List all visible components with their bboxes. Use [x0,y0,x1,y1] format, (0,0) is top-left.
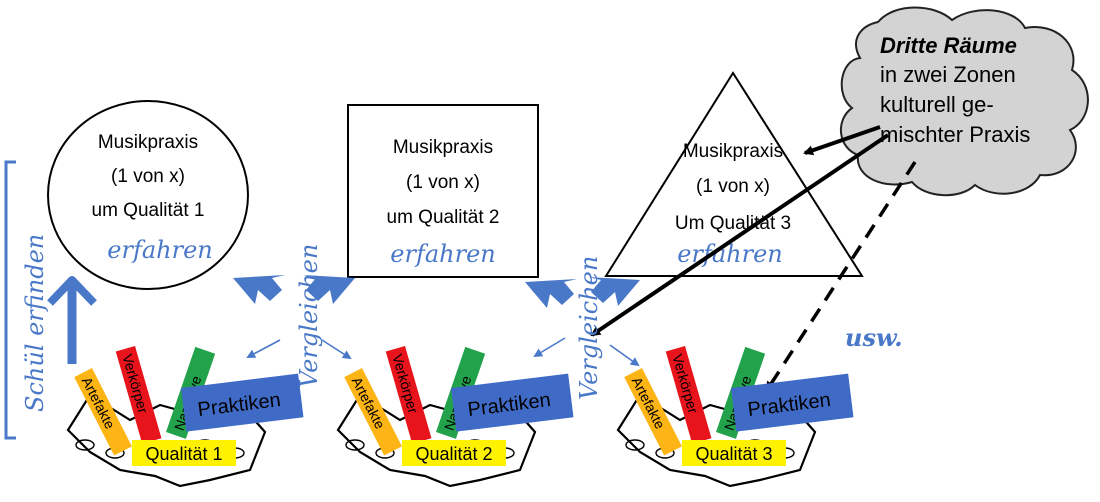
quality-label-box [132,440,236,466]
baskets: ArtefakteVerkörperNarrativePraktikenQual… [66,346,854,488]
compare-chevrons [233,275,640,308]
thin-arrow [533,337,566,358]
cloud-line-3: mischter Praxis [880,122,1030,147]
third-spaces-cloud: Dritte Räume in zwei Zonen kulturell ge-… [839,6,1089,197]
tag-praktiken: Praktiken [731,373,854,432]
compare-label-2: Vergleichen [575,256,603,400]
basket-weave [75,439,95,451]
chevron-up-right-icon [303,275,355,304]
practice-1-line-2: (1 von x) [111,166,185,187]
side-label: Schül erfinden [21,234,49,412]
cloud-shape [839,6,1089,197]
quality-label: Qualität 2 [415,444,492,464]
basket-weave [625,439,645,451]
up-arrow-icon [47,276,97,364]
practice-3-line-1: Musikpraxis [683,141,783,162]
practice-2-line-2: (1 von x) [406,172,480,193]
practice-2-line-3: um Qualität 2 [387,207,500,228]
tag-verkoerper-label: Verkörper [389,352,421,415]
quality-label: Qualität 3 [695,444,772,464]
practice-3-verb: erfahren [677,240,782,268]
practice-2-square: Musikpraxis (1 von x) um Qualität 2 erfa… [347,104,539,278]
tag-verkoerper-label: Verkörper [119,352,151,415]
tag-praktiken: Praktiken [450,373,574,432]
practice-1-line-1: Musikpraxis [98,132,198,153]
basket-2: ArtefakteVerkörperNarrativePraktikenQual… [336,346,574,488]
quality-label-box [682,440,786,466]
practice-2-line-1: Musikpraxis [393,137,493,158]
quality-label: Qualität 1 [145,444,222,464]
chevron-up-left-icon [233,275,285,304]
thin-compare-arrows [246,337,640,367]
thin-arrow [609,344,640,367]
circle-shape [47,100,249,290]
basket-weave [345,439,365,451]
quality-label-box [402,440,506,466]
compare-label-1: Vergleichen [295,244,323,388]
thin-arrow [246,339,281,358]
cloud-title: Dritte Räume [880,33,1017,58]
tag-praktiken: Praktiken [181,373,304,432]
practice-2-verb: erfahren [390,240,495,268]
cloud-line-1: in zwei Zonen [880,62,1016,87]
practice-1-circle: Musikpraxis (1 von x) um Qualität 1 erfa… [47,100,249,290]
tag-verkoerper-label: Verkörper [669,352,701,415]
practice-3-line-3: Um Qualität 3 [675,213,791,234]
square-shape [347,104,539,278]
practice-3-triangle: Musikpraxis (1 von x) Um Qualität 3 erfa… [604,71,864,277]
thin-arrow [321,339,352,360]
etc-label: usw. [845,323,903,352]
triangle-shape [604,71,864,277]
cloud-line-2: kulturell ge- [880,92,994,117]
chevron-up-left-icon [525,279,577,308]
cloud-to-basket-2-arrow [590,133,890,337]
cloud-to-basket-3-dashed-arrow [765,161,917,392]
basket-1: ArtefakteVerkörperNarrativePraktikenQual… [66,346,304,488]
basket-3: ArtefakteVerkörperNarrativePraktikenQual… [616,346,854,488]
chevron-up-right-icon [588,277,640,306]
cloud-to-triangle-arrow [803,125,881,156]
practice-1-verb: erfahren [107,236,212,264]
practice-1-line-3: um Qualität 1 [92,200,205,221]
practice-3-line-2: (1 von x) [696,176,770,197]
side-bracket [4,160,16,440]
